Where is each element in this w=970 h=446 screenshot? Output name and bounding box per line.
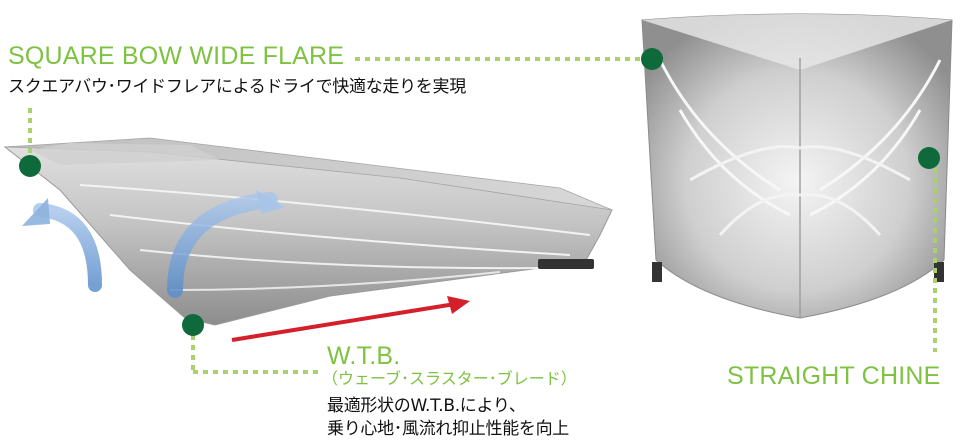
wtb-description-line2: 乗り心地･風流れ抑止性能を向上 [327, 419, 569, 439]
wtb-subtitle: （ウェーブ･スラスター･ブレード） [322, 369, 577, 388]
marker-bow-side [19, 155, 41, 177]
marker-chine [918, 147, 940, 169]
marker-wtb [182, 314, 204, 336]
square-bow-description: スクエアバウ･ワイドフレアによるドライで快適な走りを実現 [8, 77, 466, 97]
square-bow-title: SQUARE BOW WIDE FLARE [8, 42, 345, 70]
side-hull [3, 137, 613, 326]
straight-chine-title: STRAIGHT CHINE [727, 362, 941, 390]
flow-arrows [22, 190, 285, 298]
wtb-title: W.T.B. [327, 342, 401, 370]
leader-lines [28, 57, 937, 374]
wtb-description-line1: 最適形状のW.T.B.により、 [327, 396, 526, 416]
markers [19, 48, 940, 336]
front-hull [641, 13, 953, 319]
marker-square-bow [641, 48, 663, 70]
thrust-arrow [231, 296, 470, 342]
